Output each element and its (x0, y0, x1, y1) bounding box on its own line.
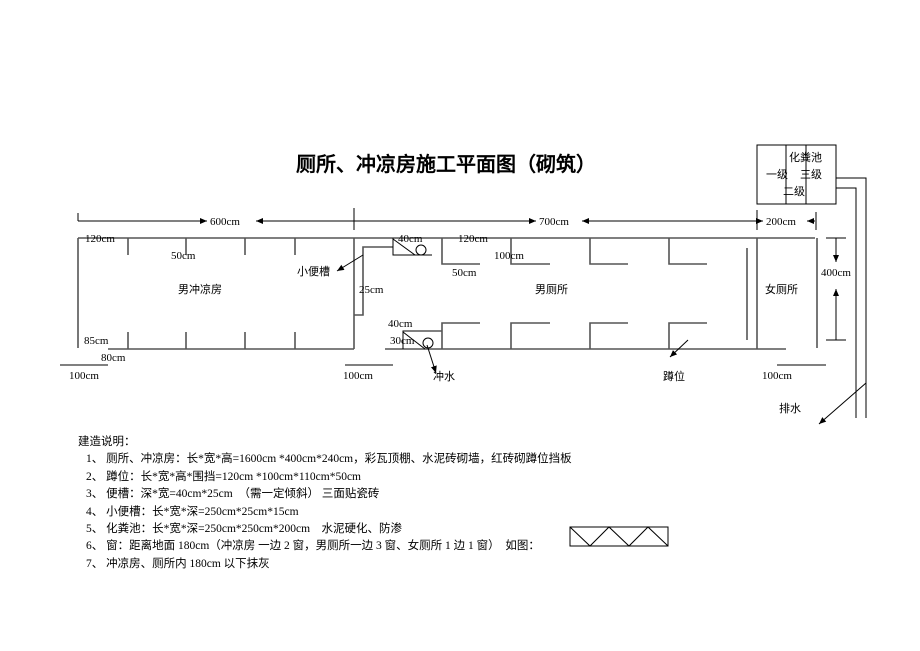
stage-2-label: 二级 (783, 185, 805, 198)
dim-label: 85cm (84, 335, 109, 347)
mens-stalls (441, 238, 707, 349)
squat-label: 蹲位 (663, 369, 685, 383)
drain-pipes (818, 177, 867, 425)
depth-dimension (826, 237, 846, 341)
shower-room-label: 男冲凉房 (178, 282, 222, 296)
construction-notes: 建造说明： 1、 厕所、冲凉房：长*宽*高=1600cm *400cm*240c… (78, 434, 572, 573)
window-symbol (569, 526, 669, 547)
septic-label: 化粪池 (789, 150, 822, 164)
notes-heading: 建造说明： (78, 436, 136, 448)
dim-label: 100cm (343, 370, 373, 382)
dim-label: 50cm (171, 250, 196, 262)
dim-600: 600cm (210, 216, 240, 228)
stage-3-label: 三级 (800, 168, 822, 181)
drawing-title: 厕所、冲凉房施工平面图（砌筑） (296, 152, 596, 176)
dim-700: 700cm (539, 216, 569, 228)
drain-label: 排水 (779, 401, 801, 415)
note-item: 1、 厕所、冲凉房：长*宽*高=1600cm *400cm*240cm，彩瓦顶棚… (86, 453, 572, 466)
dim-label: 100cm (762, 370, 792, 382)
dim-200: 200cm (766, 216, 796, 228)
flush-label: 冲水 (433, 369, 455, 383)
dim-label: 40cm (388, 318, 413, 330)
dim-label: 40cm (398, 233, 423, 245)
womens-toilet-label: 女厕所 (765, 282, 798, 296)
urinal-label: 小便槽 (297, 265, 330, 278)
stage-1-label: 一级 (766, 168, 788, 181)
note-item: 3、 便槽：深*宽=40cm*25cm （需一定倾斜） 三面贴瓷砖 (86, 488, 380, 501)
dim-label: 50cm (452, 267, 477, 279)
dim-label: 80cm (101, 352, 126, 364)
dim-400: 400cm (821, 267, 851, 279)
note-item: 4、 小便槽：长*宽*深=250cm*25cm*15cm (86, 505, 299, 518)
septic-tank (756, 144, 837, 205)
dim-label: 120cm (458, 233, 488, 245)
flush-box-bottom (402, 330, 442, 350)
note-item: 6、 窗：距离地面 180cm（冲凉房 一边 2 窗，男厕所一边 3 窗、女厕所… (86, 540, 540, 553)
top-dimension-line (77, 208, 817, 230)
mens-toilet-label: 男厕所 (535, 283, 568, 296)
dim-label: 100cm (494, 250, 524, 262)
dim-label: 30cm (390, 335, 415, 347)
squat-arrow (669, 339, 689, 358)
dim-label: 100cm (69, 370, 99, 382)
dim-label: 120cm (85, 233, 115, 245)
note-item: 5、 化粪池：长*宽*深=250cm*250cm*200cm 水泥硬化、防渗 (86, 523, 403, 536)
flush-box-top (392, 238, 432, 256)
urinal-trough (354, 246, 393, 316)
shower-partitions (127, 238, 296, 349)
walls (77, 237, 818, 350)
dim-label: 25cm (359, 284, 384, 296)
urinal-arrow (336, 254, 364, 272)
flush-arrow (426, 344, 437, 374)
note-item: 2、 蹲位：长*宽*高*围挡=120cm *100cm*110cm*50cm (86, 470, 362, 483)
note-item: 7、 冲凉房、厕所内 180cm 以下抹灰 (86, 557, 270, 570)
